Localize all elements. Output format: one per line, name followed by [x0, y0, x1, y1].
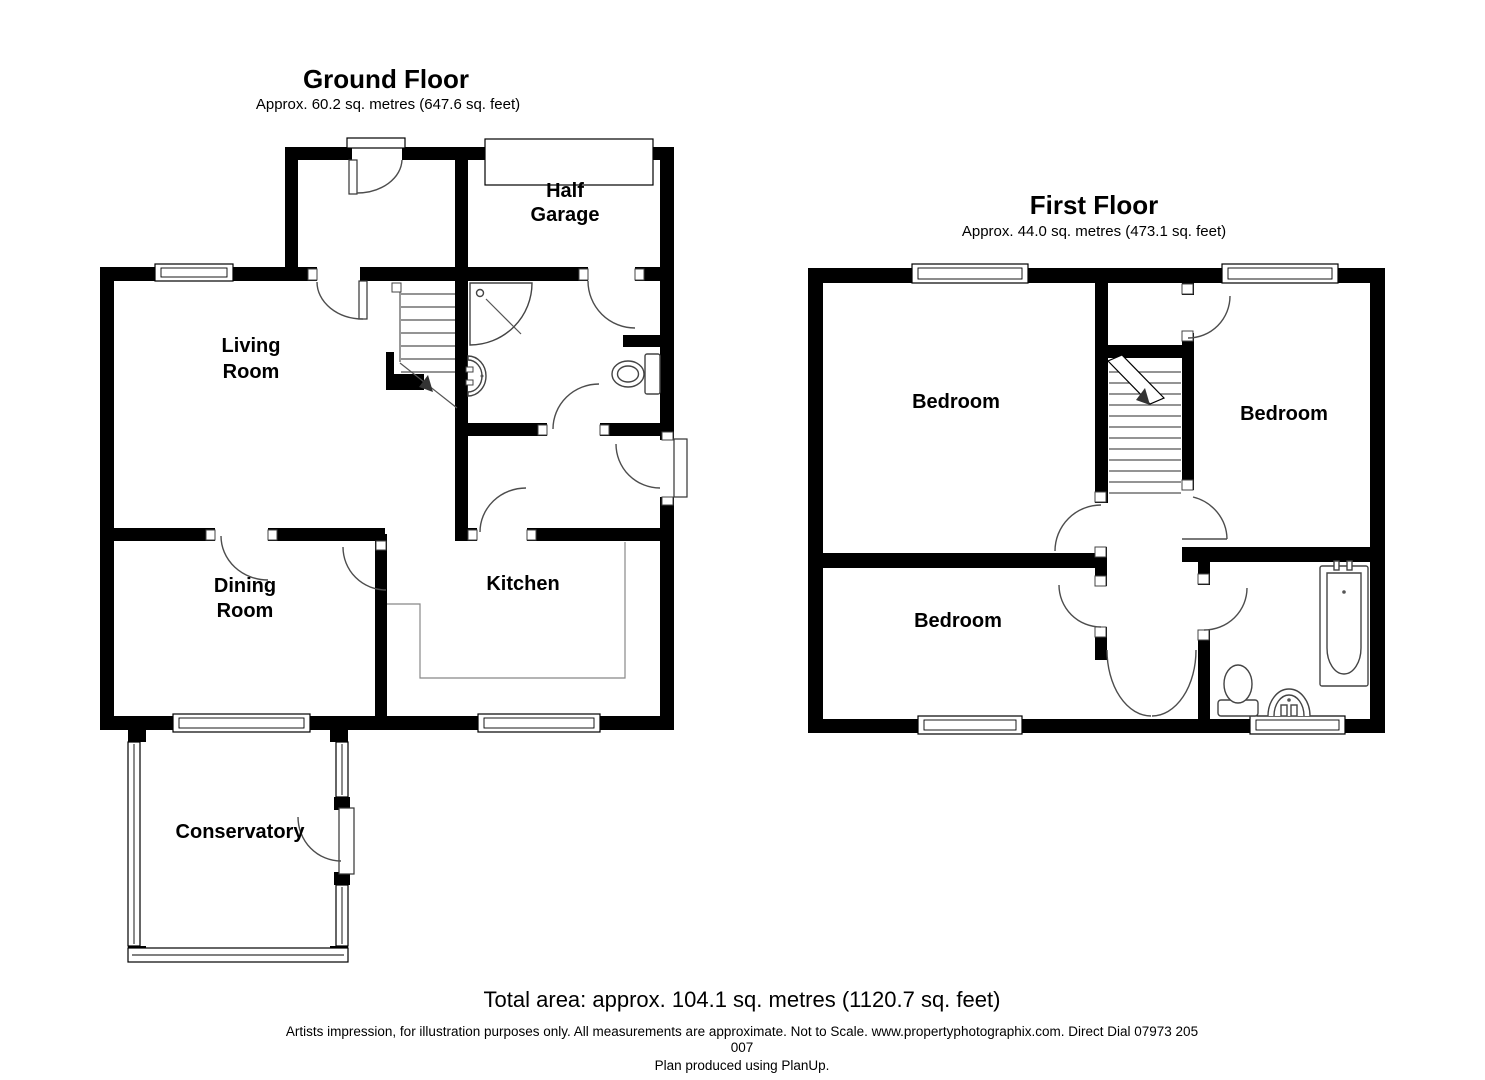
produced-by-text: Plan produced using PlanUp.	[655, 1058, 830, 1073]
window-bedroom-top-left	[911, 263, 1029, 284]
label-living-room-line2: Room	[223, 361, 280, 383]
first-floor-subtitle: Approx. 44.0 sq. metres (473.1 sq. feet)	[962, 223, 1226, 240]
living-room-door-leaf	[358, 280, 368, 320]
disclaimer-line1: Artists impression, for illustration pur…	[286, 1024, 1198, 1039]
kitchen-counter	[387, 542, 626, 679]
label-kitchen: Kitchen	[486, 573, 559, 595]
back-door-leaf	[673, 438, 688, 498]
window-bathroom	[1249, 715, 1346, 735]
shower-fixture	[469, 282, 533, 346]
garage-door	[484, 138, 654, 186]
conservatory-glazing	[127, 741, 349, 963]
window-bedroom-top-right	[1221, 263, 1339, 284]
label-dining-room-line2: Room	[217, 600, 274, 622]
ground-floor-plan: Ground Floor Approx. 60.2 sq. metres (64…	[100, 64, 688, 963]
ground-floor-stairs	[391, 282, 458, 409]
ground-floor-title: Ground Floor	[303, 64, 469, 94]
window-kitchen	[477, 713, 601, 733]
ground-floor-subtitle: Approx. 60.2 sq. metres (647.6 sq. feet)	[256, 96, 520, 113]
total-area-text: Total area: approx. 104.1 sq. metres (11…	[484, 987, 1001, 1012]
conservatory-door-leaf	[338, 807, 355, 875]
window-bedroom-bottom-left	[917, 715, 1023, 735]
ground-floor-doors	[205, 159, 688, 875]
label-living-room-line1: Living	[222, 335, 281, 357]
bath-fixture	[1319, 560, 1369, 687]
label-bedroom-top-right: Bedroom	[1240, 403, 1328, 425]
window-living-room	[154, 263, 234, 282]
label-dining-room-line1: Dining	[214, 575, 276, 597]
front-door-leaf	[348, 159, 358, 195]
label-bedroom-bottom-left: Bedroom	[914, 610, 1002, 632]
first-floor-stairs	[1106, 354, 1181, 494]
label-conservatory: Conservatory	[176, 821, 306, 843]
ground-floor-windows	[154, 137, 654, 733]
toilet-fixture-ground	[611, 353, 661, 395]
first-floor-windows	[911, 263, 1346, 735]
label-bedroom-top-left: Bedroom	[912, 391, 1000, 413]
label-half-garage-line2: Garage	[531, 204, 600, 226]
toilet-fixture-first	[1217, 664, 1259, 717]
sink-fixture-ground	[465, 355, 487, 397]
footer: Total area: approx. 104.1 sq. metres (11…	[286, 987, 1198, 1073]
first-floor-plan: First Floor Approx. 44.0 sq. metres (473…	[808, 190, 1385, 735]
first-floor-title: First Floor	[1030, 190, 1159, 220]
disclaimer-line2: 007	[731, 1040, 754, 1055]
sink-fixture-first	[1267, 688, 1311, 717]
label-half-garage-line1: Half	[546, 180, 584, 202]
front-door-threshold	[346, 137, 406, 149]
first-floor-doors	[1054, 283, 1248, 717]
window-dining-room	[172, 713, 311, 733]
